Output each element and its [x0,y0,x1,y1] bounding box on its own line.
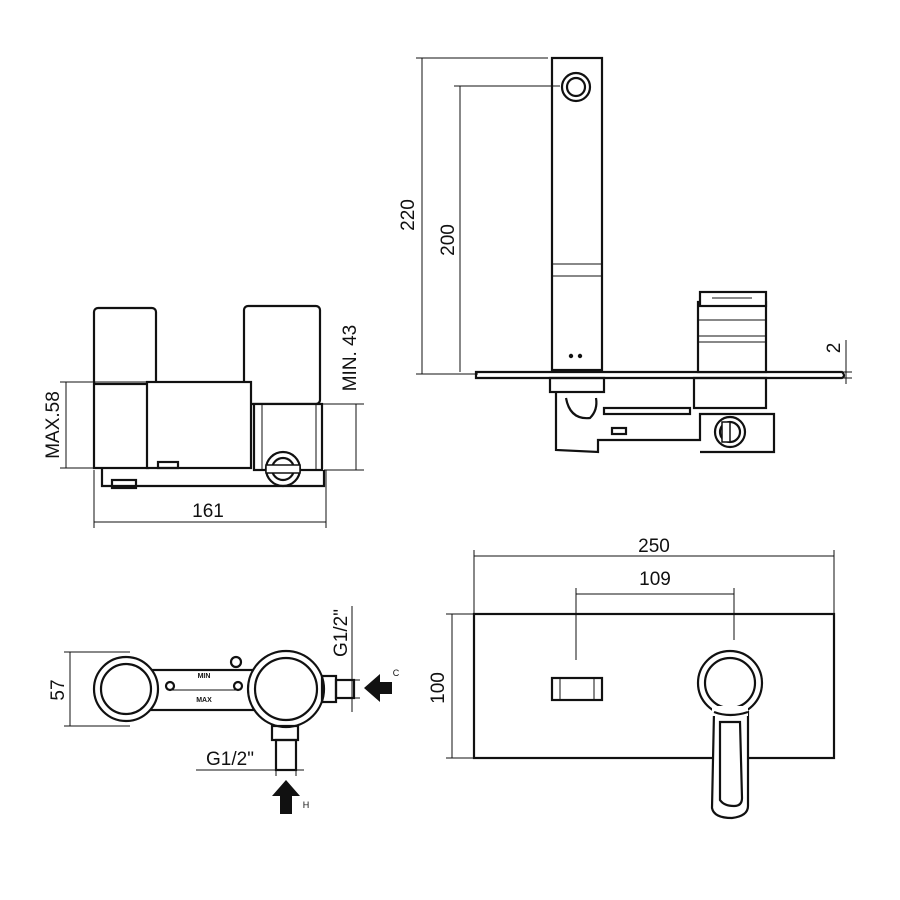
dim-220: 220 [398,199,419,231]
spout-column [550,56,604,372]
dim-max-58: MAX.58 [43,391,64,459]
front-body [554,392,776,454]
plate-view: 250 109 100 [428,536,836,820]
dim-100: 100 [428,672,449,704]
dim-250: 250 [638,536,670,557]
dim-min-43: MIN. 43 [340,325,361,392]
top-right-circle-outer [246,649,326,729]
side-handle-right [242,304,322,406]
dim-g12-hot: G1/2" [206,749,254,770]
top-view: MIN MAX 57 G1/2" G1/2" C H [48,606,400,814]
side-plate [92,382,150,470]
cold-arrow-icon [364,674,392,702]
top-right-circle-inner [253,656,319,722]
label-h: H [303,800,310,810]
spout-outlet-inner [565,76,587,98]
dim-109: 109 [639,569,671,590]
plate-handle-knob [696,649,764,717]
spout-outlet-outer [560,71,592,103]
front-handle [696,300,768,374]
label-max: MAX [196,697,212,704]
side-handle-left [92,306,158,388]
front-view: 220 200 2 [398,56,852,454]
top-left-circle-outer [92,655,160,723]
side-body [145,380,253,470]
dim-200: 200 [438,224,459,256]
front-inlet-outer [713,415,747,449]
label-min: MIN [198,673,211,680]
dim-57: 57 [48,679,69,700]
dim-161: 161 [192,501,224,522]
dim-g12-cold: G1/2" [331,609,352,657]
plate-spout [550,676,604,702]
top-left-circle-inner [99,662,153,716]
label-c: C [393,668,400,678]
side-view: MAX.58 MIN. 43 161 [43,304,364,528]
hot-arrow-icon [272,780,300,814]
front-wall-plate [474,370,846,380]
plate-lever [710,710,750,820]
plate-outline [472,612,836,760]
side-base [100,468,326,488]
dim-2: 2 [824,343,845,354]
